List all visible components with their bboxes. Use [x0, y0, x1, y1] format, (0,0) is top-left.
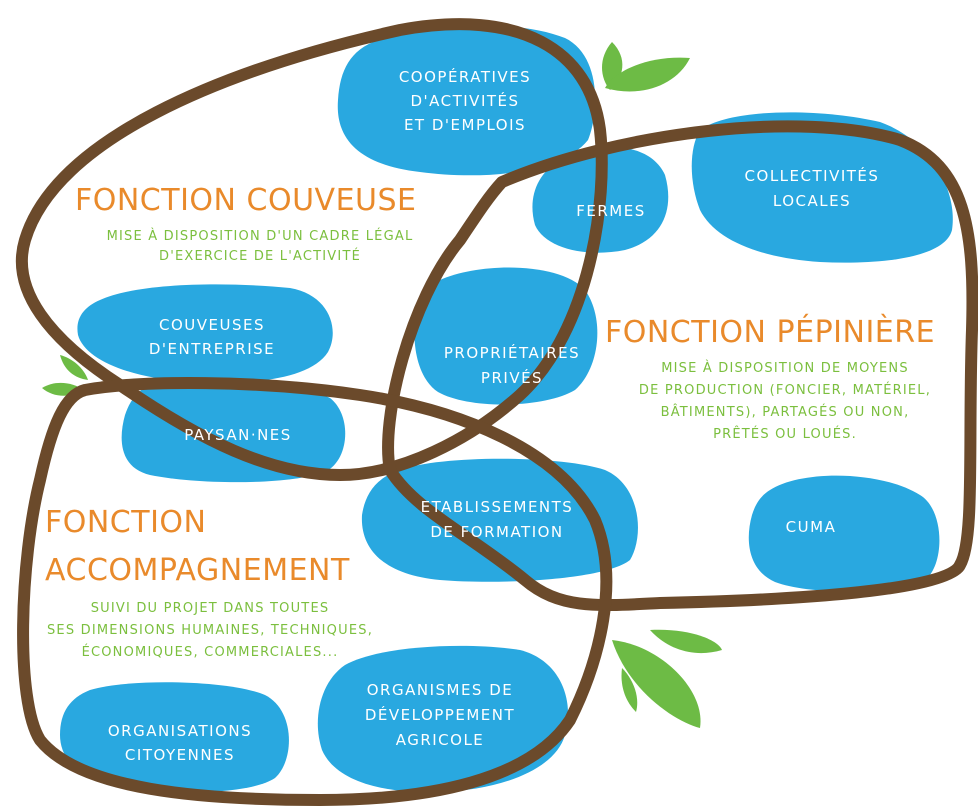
- bubble-collectivites: [691, 112, 953, 263]
- leaf-icon: [605, 57, 690, 92]
- desc-pepiniere-3: bâtiments), partagés ou non,: [661, 404, 910, 420]
- label-couveuses-1: Couveuses: [159, 316, 265, 334]
- label-fermes: Fermes: [576, 202, 645, 220]
- label-organismes-2: développement: [365, 705, 515, 724]
- desc-accompagnement-2: ses dimensions humaines, techniques,: [47, 623, 373, 638]
- leaf-icon: [621, 668, 638, 712]
- bubble-proprietaires: [414, 267, 598, 405]
- label-proprietaires-2: privés: [481, 368, 543, 387]
- leaf-icon: [60, 355, 88, 380]
- label-collectivites-1: Collectivités: [745, 166, 880, 185]
- label-paysans: Paysan·nes: [184, 426, 292, 444]
- set-outlines: [15, 18, 978, 806]
- desc-accompagnement-3: économiques, commerciales...: [82, 644, 339, 660]
- label-collectivites-2: locales: [773, 192, 851, 210]
- bubbles: [60, 25, 953, 793]
- outline-couveuse: [15, 18, 608, 481]
- title-accompagnement-1: Fonction: [45, 505, 207, 540]
- label-organismes-1: Organismes de: [367, 681, 514, 699]
- label-proprietaires-1: Propriétaires: [444, 343, 580, 362]
- title-pepiniere: Fonction pépinière: [605, 314, 935, 350]
- desc-couveuse-2: d'exercice de l'activité: [159, 248, 361, 264]
- leaf-icon: [612, 640, 701, 728]
- actor-labels: Coopératives d'activités et d'emplois Fe…: [108, 67, 880, 764]
- desc-couveuse-1: Mise à disposition d'un cadre légal: [107, 228, 414, 244]
- label-organisations-1: Organisations: [108, 722, 252, 740]
- label-etablissements-2: de formation: [430, 523, 563, 541]
- desc-pepiniere-1: Mise à disposition de moyens: [661, 360, 909, 376]
- label-organisations-2: citoyennes: [125, 746, 235, 764]
- bubble-cuma: [748, 475, 940, 592]
- outline-accompagnement: [17, 377, 613, 806]
- bubble-cooperatives: [337, 25, 596, 176]
- leaf-icon: [650, 629, 722, 654]
- desc-pepiniere-4: prêtés ou loués.: [713, 426, 857, 442]
- title-couveuse: Fonction couveuse: [75, 183, 416, 218]
- bubble-organismes: [317, 645, 568, 793]
- bubble-couveuses: [77, 284, 333, 383]
- label-organismes-3: agricole: [396, 731, 485, 749]
- label-cooperatives-2: d'activités: [410, 91, 519, 110]
- bubble-organisations: [60, 682, 289, 793]
- desc-accompagnement-1: Suivi du projet dans toutes: [91, 601, 330, 616]
- bubble-paysans: [121, 381, 346, 483]
- outline-pepiniere: [382, 120, 978, 612]
- label-cooperatives-3: et d'emplois: [404, 116, 526, 134]
- label-etablissements-1: Etablissements: [421, 498, 574, 516]
- label-cuma: CUMA: [786, 518, 837, 536]
- label-couveuses-2: d'entreprise: [149, 340, 275, 358]
- desc-pepiniere-2: de production (foncier, matériel,: [639, 382, 931, 398]
- label-cooperatives-1: Coopératives: [399, 67, 531, 86]
- title-accompagnement-2: accompagnement: [45, 553, 350, 588]
